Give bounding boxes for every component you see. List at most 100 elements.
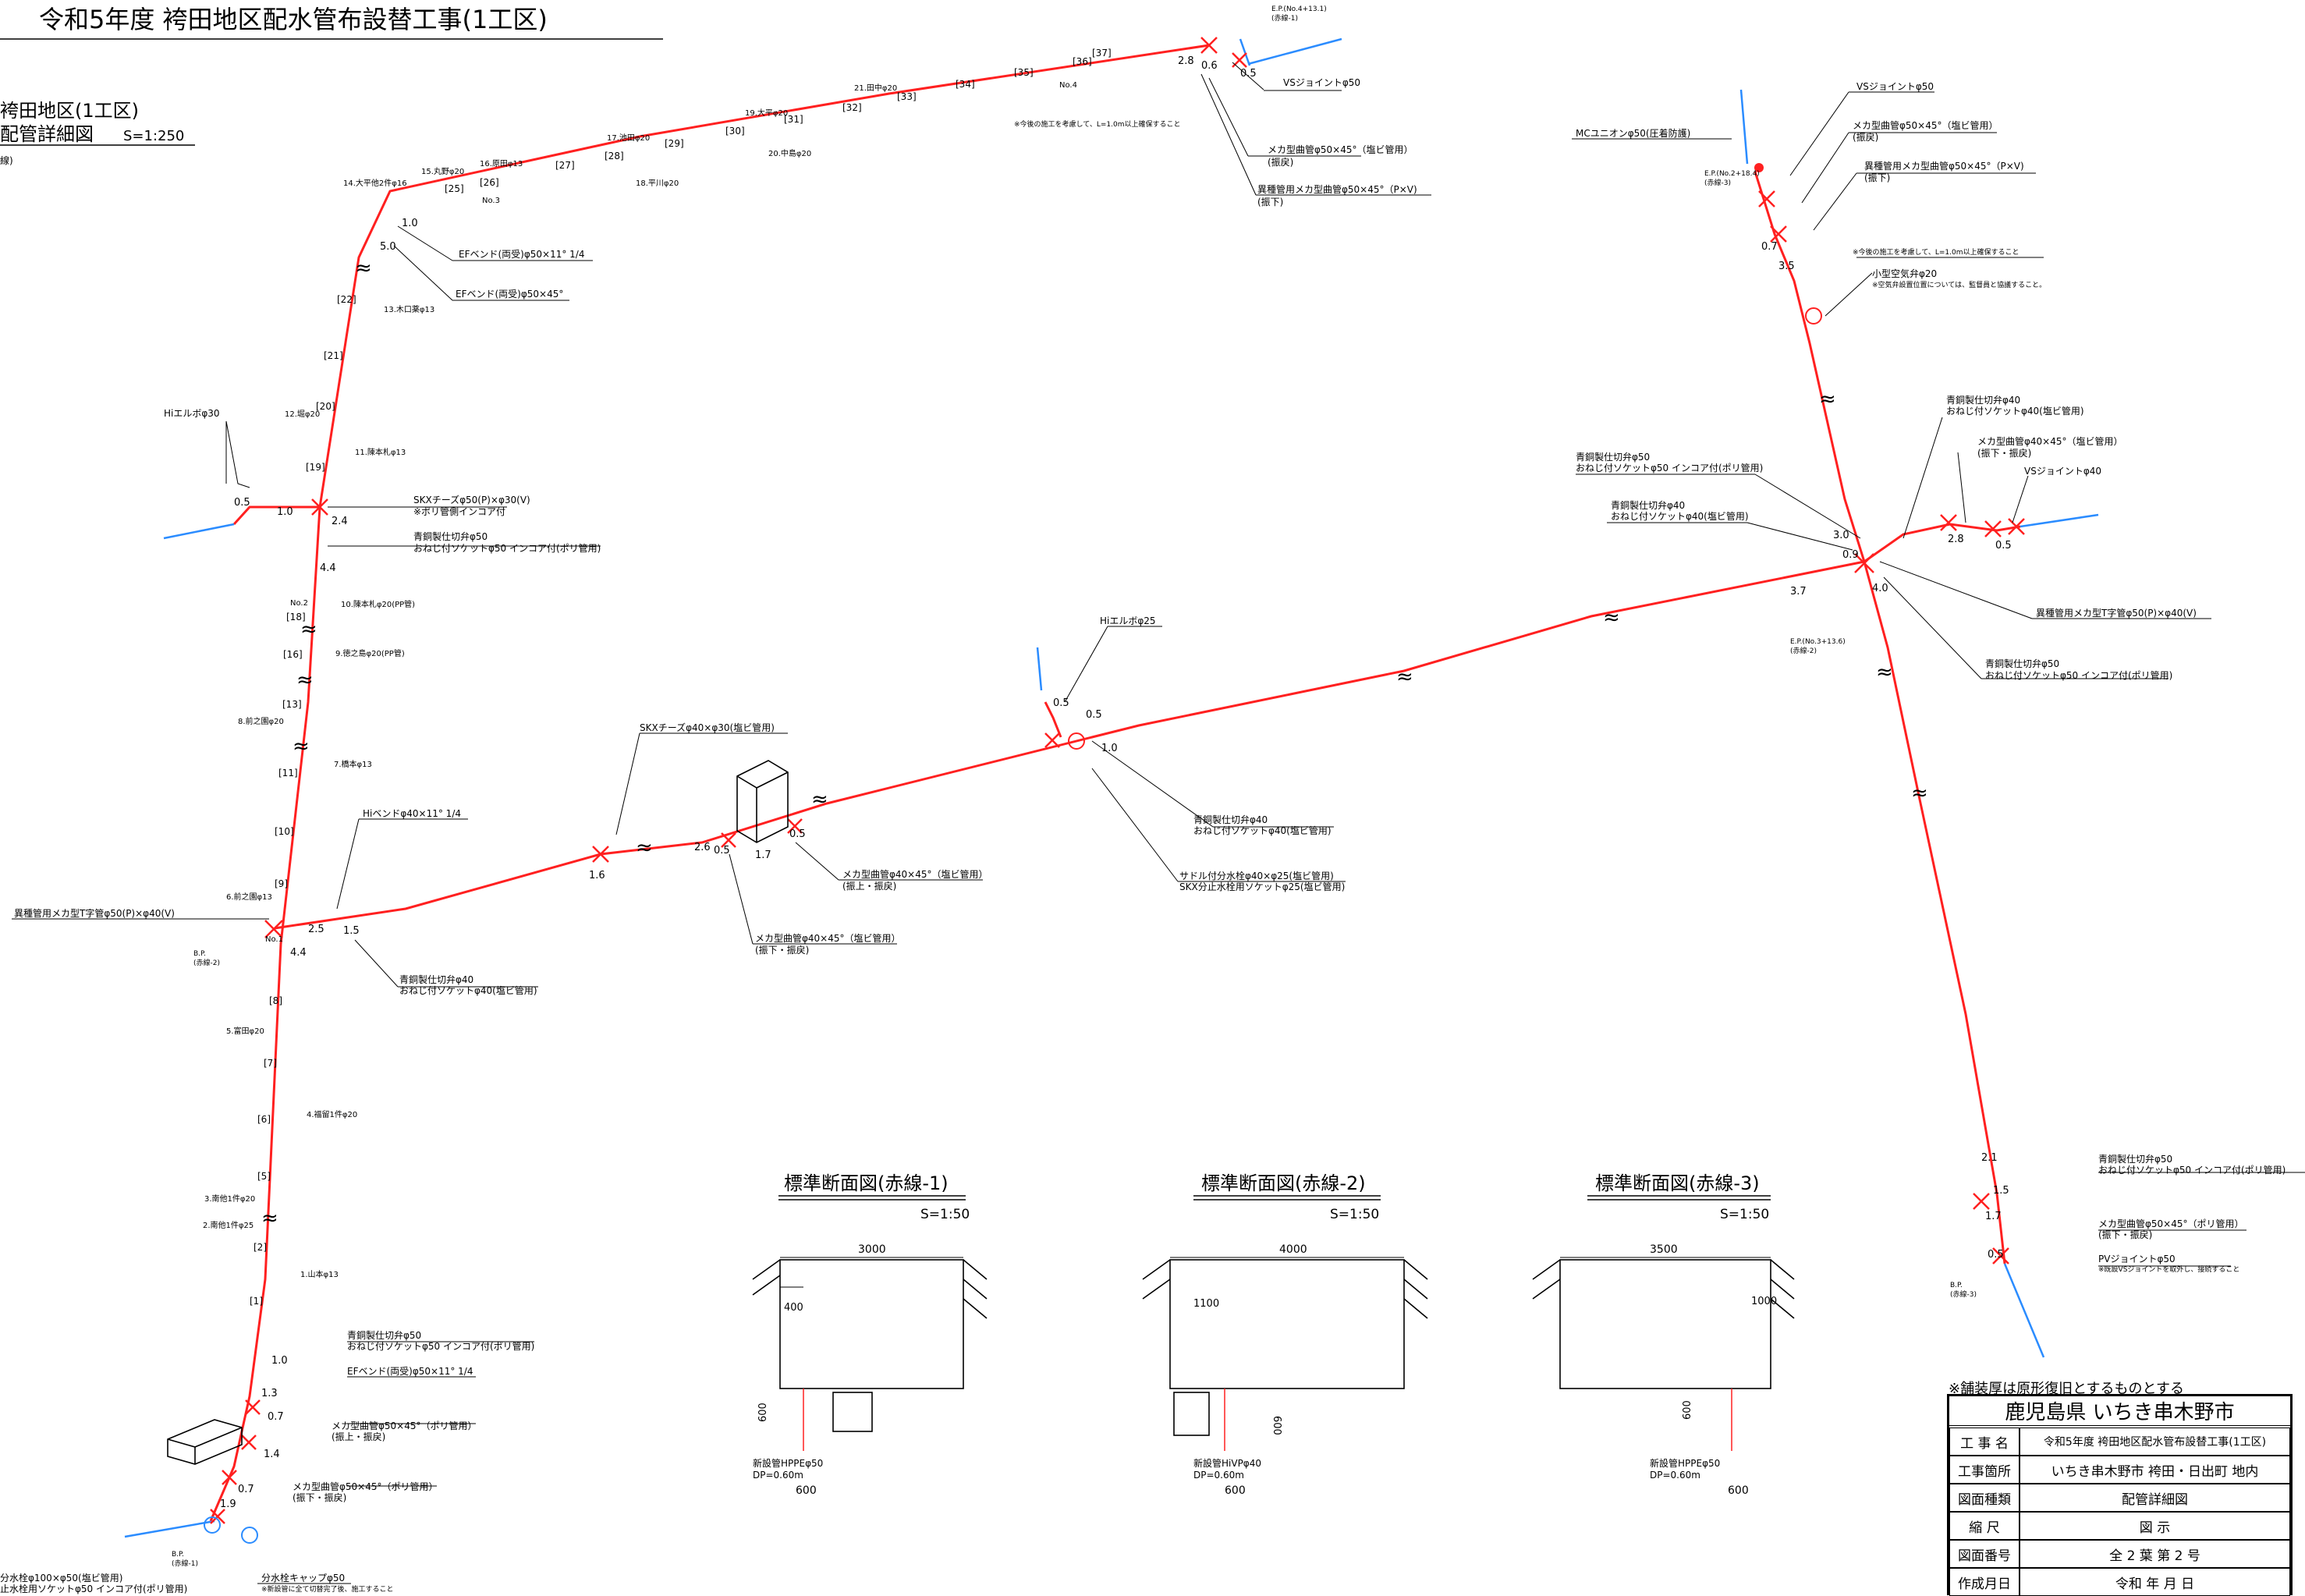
svg-text:(振下・振戻): (振下・振戻) [1977, 448, 2031, 459]
svg-text:5.0: 5.0 [380, 241, 396, 253]
svg-text:0.5: 0.5 [234, 497, 250, 509]
svg-text:[1]: [1] [250, 1296, 263, 1307]
svg-text:青銅製仕切弁φ50: 青銅製仕切弁φ50 [2098, 1153, 2172, 1165]
svg-text:4.4: 4.4 [290, 947, 307, 959]
svg-text:[2]: [2] [254, 1242, 267, 1253]
svg-text:※ポリ管側インコア付: ※ポリ管側インコア付 [413, 505, 505, 517]
svg-text:[6]: [6] [257, 1114, 271, 1125]
svg-text:おねじ付ソケットφ50 インコア付(ポリ管用): おねじ付ソケットφ50 インコア付(ポリ管用) [347, 1340, 534, 1352]
svg-text:14.大平他2件φ16: 14.大平他2件φ16 [343, 178, 407, 188]
svg-text:5.富田φ20: 5.富田φ20 [226, 1026, 264, 1036]
area-title: 袴田地区(1工区) [0, 100, 139, 122]
break-marks: ≈≈≈ ≈≈≈ ≈≈≈ ≈≈≈ [261, 257, 1928, 1230]
svg-text:E.P.(No.3+13.6): E.P.(No.3+13.6) [1790, 638, 1846, 646]
svg-text:0.7: 0.7 [268, 1411, 284, 1423]
legend-note: 線) [0, 154, 13, 166]
svg-text:EFベンド(両受)φ50×11° 1/4: EFベンド(両受)φ50×11° 1/4 [347, 1366, 473, 1377]
svg-text:新設管HPPEφ50: 新設管HPPEφ50 [1650, 1457, 1720, 1469]
svg-text:[28]: [28] [605, 151, 624, 161]
svg-text:1.7: 1.7 [755, 849, 771, 861]
svg-text:1.5: 1.5 [343, 925, 360, 937]
svg-text:E.P.(No.4+13.1): E.P.(No.4+13.1) [1271, 5, 1327, 13]
svg-text:2.1: 2.1 [1981, 1152, 1998, 1164]
svg-text:3.南他1件φ20: 3.南他1件φ20 [204, 1193, 255, 1204]
svg-text:(振下): (振下) [1864, 172, 1890, 183]
svg-text:(振下・振戻): (振下・振戻) [755, 945, 809, 956]
svg-text:分水栓キャップφ50: 分水栓キャップφ50 [261, 1572, 345, 1584]
svg-text:0.5: 0.5 [1240, 68, 1257, 80]
svg-text:青銅製仕切弁φ40: 青銅製仕切弁φ40 [1611, 499, 1685, 511]
drawing-title: 令和5年度 袴田地区配水管布設替工事(1工区) [39, 5, 548, 34]
svg-text:(振上・振戻): (振上・振戻) [332, 1431, 385, 1442]
title-block-value: 令和 年 月 日 [2020, 1568, 2290, 1596]
svg-text:≈: ≈ [293, 735, 310, 758]
svg-text:青銅製仕切弁φ50: 青銅製仕切弁φ50 [413, 530, 488, 542]
svg-text:15.丸野φ20: 15.丸野φ20 [421, 166, 464, 176]
svg-text:B.P.: B.P. [172, 1551, 184, 1559]
owner-name: 鹿児島県 いちき串木野市 [1949, 1396, 2290, 1426]
svg-text:1.9: 1.9 [220, 1498, 236, 1510]
svg-text:8.前之園φ20: 8.前之園φ20 [238, 716, 284, 726]
svg-text:おねじ付ソケットφ40(塩ビ管用): おねじ付ソケットφ40(塩ビ管用) [1193, 825, 1332, 836]
svg-text:≈: ≈ [811, 788, 828, 811]
svg-text:DP=0.60m: DP=0.60m [1650, 1470, 1700, 1481]
svg-text:小型空気弁φ20: 小型空気弁φ20 [1872, 268, 1937, 279]
svg-text:[37]: [37] [1092, 48, 1112, 59]
svg-text:B.P.: B.P. [193, 950, 206, 958]
title-block: 鹿児島県 いちき串木野市 工 事 名令和5年度 袴田地区配水管布設替工事(1工区… [1947, 1394, 2293, 1596]
svg-text:(赤線-2): (赤線-2) [1790, 646, 1817, 655]
title-block-label: 図面番号 [1949, 1540, 2020, 1568]
svg-text:[9]: [9] [275, 878, 288, 889]
svg-text:SKX分止水栓用ソケットφ25(塩ビ管用): SKX分止水栓用ソケットφ25(塩ビ管用) [1179, 881, 1345, 892]
valve-box-sketch [167, 760, 789, 1465]
svg-text:≈: ≈ [1396, 665, 1413, 689]
svg-text:0.5: 0.5 [1988, 1249, 2004, 1261]
svg-text:3000: 3000 [858, 1243, 886, 1256]
svg-text:異種管用メカ型T字管φ50(P)×φ40(V): 異種管用メカ型T字管φ50(P)×φ40(V) [2036, 607, 2197, 619]
title-block-label: 図面種類 [1949, 1484, 2020, 1512]
svg-text:≈: ≈ [355, 257, 372, 280]
svg-text:11.陳本札φ13: 11.陳本札φ13 [355, 447, 406, 457]
svg-text:4000: 4000 [1279, 1243, 1307, 1256]
svg-text:PVジョイントφ50: PVジョイントφ50 [2098, 1254, 2176, 1264]
svg-text:分水栓φ100×φ50(塩ビ管用): 分水栓φ100×φ50(塩ビ管用) [0, 1572, 122, 1584]
svg-text:VSジョイントφ50: VSジョイントφ50 [1856, 81, 1934, 92]
svg-text:(赤線-3): (赤線-3) [1950, 1289, 1977, 1299]
svg-text:SKXチーズφ50(P)×φ30(V): SKXチーズφ50(P)×φ30(V) [413, 494, 530, 505]
svg-text:(振戻): (振戻) [1268, 157, 1293, 168]
svg-text:18.平川φ20: 18.平川φ20 [636, 179, 679, 188]
svg-text:[27]: [27] [555, 160, 575, 171]
svg-text:0.5: 0.5 [1053, 697, 1069, 709]
red-line-2 [274, 560, 1865, 930]
svg-text:※既設VSジョイントを取外し、接続すること: ※既設VSジョイントを取外し、接続すること [2098, 1264, 2239, 1274]
svg-text:B.P.: B.P. [1950, 1282, 1963, 1289]
station-labels: [37][36][35] [34][33][32] [31][30][29] [… [250, 48, 1112, 1307]
svg-text:メカ型曲管φ50×45°（ポリ管用）: メカ型曲管φ50×45°（ポリ管用） [332, 1420, 477, 1431]
svg-text:おねじ付ソケットφ50 インコア付(ポリ管用): おねじ付ソケットφ50 インコア付(ポリ管用) [1576, 462, 1763, 473]
svg-text:0.9: 0.9 [1842, 549, 1859, 561]
svg-text:新設管HiVPφ40: 新設管HiVPφ40 [1193, 1457, 1261, 1469]
svg-text:[13]: [13] [282, 699, 302, 710]
svg-text:メカ型曲管φ40×45°（塩ビ管用）: メカ型曲管φ40×45°（塩ビ管用） [755, 932, 901, 944]
svg-text:おねじ付ソケットφ40(塩ビ管用): おねじ付ソケットφ40(塩ビ管用) [399, 984, 537, 996]
svg-text:0.6: 0.6 [1201, 60, 1218, 72]
svg-text:VSジョイントφ40: VSジョイントφ40 [2024, 466, 2101, 477]
svg-text:≈: ≈ [296, 669, 314, 692]
svg-text:4.0: 4.0 [1872, 583, 1888, 594]
svg-text:600: 600 [1271, 1416, 1282, 1435]
section-3: 標準断面図(赤線-3) S=1:50 3500 1000 600 600 新設管… [1532, 1172, 1795, 1497]
svg-text:(赤線-2): (赤線-2) [193, 958, 220, 967]
svg-text:メカ型曲管φ40×45°（塩ビ管用）: メカ型曲管φ40×45°（塩ビ管用） [842, 868, 988, 880]
svg-text:1.0: 1.0 [1101, 743, 1118, 754]
svg-text:※新設管に全て切替完了後、施工すること: ※新設管に全て切替完了後、施工すること [261, 1584, 394, 1594]
svg-text:EFベンド(両受)φ50×11° 1/4: EFベンド(両受)φ50×11° 1/4 [459, 249, 585, 260]
svg-text:おねじ付ソケットφ50 インコア付(ポリ管用): おねじ付ソケットφ50 インコア付(ポリ管用) [2098, 1164, 2285, 1176]
svg-text:2.6: 2.6 [694, 842, 711, 853]
svg-text:0.5: 0.5 [1995, 540, 2012, 552]
svg-text:[30]: [30] [725, 126, 745, 137]
svg-text:[18]: [18] [286, 612, 306, 622]
svg-text:おねじ付ソケットφ50 インコア付(ポリ管用): おねじ付ソケットφ50 インコア付(ポリ管用) [1985, 669, 2172, 681]
svg-text:≈: ≈ [1911, 782, 1928, 805]
svg-text:2.8: 2.8 [1178, 55, 1194, 67]
